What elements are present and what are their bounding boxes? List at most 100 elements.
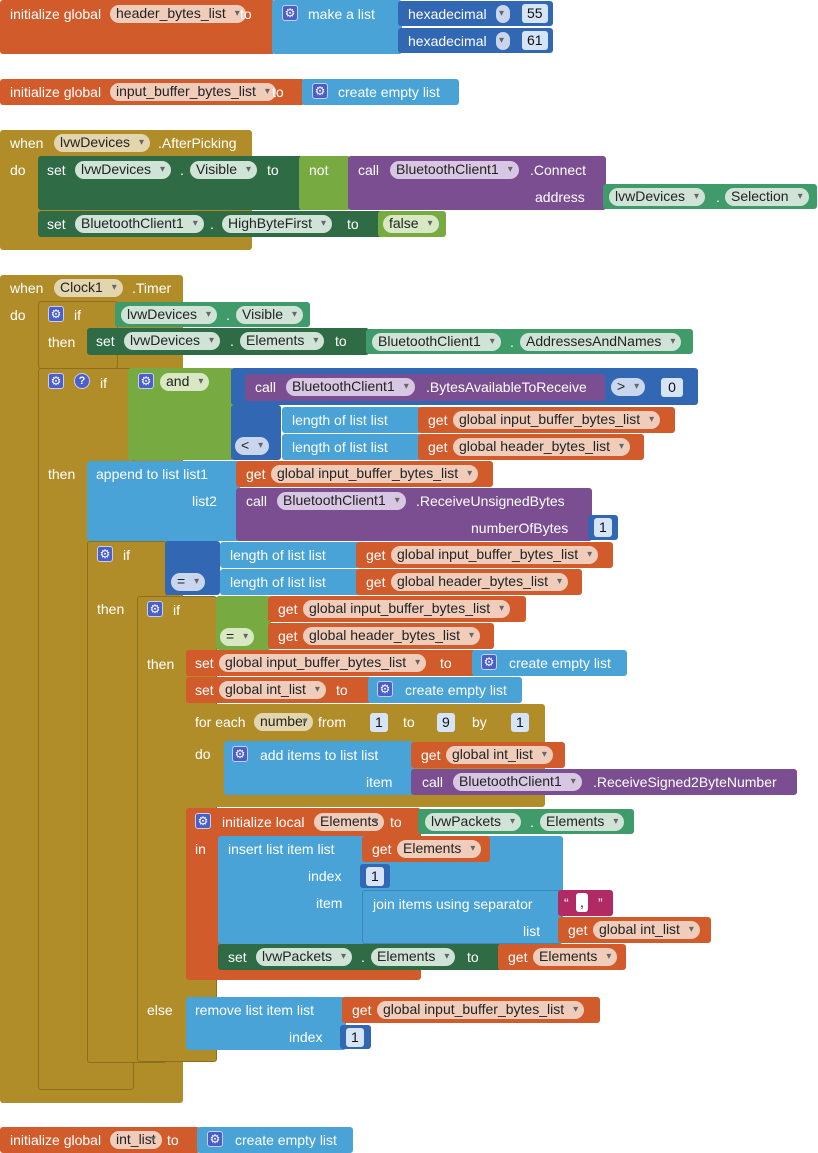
get-header-bytes-block[interactable]: get global header_bytes_list <box>268 623 494 649</box>
hex-dropdown[interactable] <box>496 5 510 23</box>
separator-text-block[interactable]: “ , ” <box>558 890 613 916</box>
variable-dropdown[interactable]: Elements <box>533 948 618 966</box>
mutator-gear-icon[interactable]: ⚙ <box>147 601 163 617</box>
get-input-buffer-block[interactable]: get global input_buffer_bytes_list <box>268 596 526 622</box>
hex-value[interactable]: 55 <box>522 4 548 23</box>
get-elements-block[interactable]: get Elements <box>362 836 490 862</box>
component-dropdown[interactable]: Clock1 <box>54 279 123 297</box>
mutator-gear-icon[interactable]: ⚙ <box>48 306 64 322</box>
remove-list-item-block[interactable]: remove list item list index <box>186 997 346 1050</box>
variable-dropdown[interactable]: global header_bytes_list <box>303 627 480 645</box>
variable-dropdown[interactable]: global input_buffer_bytes_list <box>377 1001 585 1019</box>
loop-variable-field[interactable]: number <box>254 713 314 731</box>
get-header-bytes-block[interactable]: get global header_bytes_list <box>356 569 582 595</box>
init-int-list-block[interactable]: initialize global int_list to <box>0 1127 200 1153</box>
length-of-list-block-4[interactable]: length of list list <box>220 569 360 595</box>
get-input-buffer-block[interactable]: get global input_buffer_bytes_list <box>418 407 675 433</box>
set-highbytefirst-block[interactable]: set BluetoothClient1 . HighByteFirst to <box>38 211 383 237</box>
property-dropdown[interactable]: Elements <box>540 813 625 831</box>
mutator-gear-icon[interactable]: ⚙ <box>377 681 393 697</box>
connect-call-block[interactable]: call BluetoothClient1 .Connect address <box>348 156 606 210</box>
component-dropdown[interactable]: lvwDevices <box>75 161 172 179</box>
component-dropdown[interactable]: lvwDevices <box>609 188 706 206</box>
component-dropdown[interactable]: BluetoothClient1 <box>75 215 204 233</box>
create-empty-list-block[interactable]: ⚙ create empty list <box>472 650 627 676</box>
length-of-list-block-1[interactable]: length of list list <box>282 407 422 433</box>
mutator-gear-icon[interactable]: ⚙ <box>312 83 328 99</box>
and-block[interactable]: ⚙ and <box>128 368 234 460</box>
variable-dropdown[interactable]: global input_buffer_bytes_list <box>303 600 511 618</box>
create-empty-list-block[interactable]: ⚙ create empty list <box>302 79 459 105</box>
component-dropdown[interactable]: BluetoothClient1 <box>453 773 582 791</box>
variable-dropdown[interactable]: global input_buffer_bytes_list <box>453 411 661 429</box>
number-block[interactable]: 1 <box>360 864 390 888</box>
number-block[interactable]: 1 <box>588 515 618 540</box>
variable-dropdown[interactable]: global int_list <box>593 921 700 939</box>
length-of-list-block-3[interactable]: length of list list <box>220 542 360 568</box>
bytes-available-call-block[interactable]: call BluetoothClient1 .BytesAvailableToR… <box>245 374 605 401</box>
help-icon[interactable]: ? <box>74 373 90 389</box>
get-input-buffer-block[interactable]: get global input_buffer_bytes_list <box>342 997 600 1023</box>
logic-eq-block[interactable]: = <box>216 596 271 650</box>
separator-value[interactable]: , <box>576 893 588 912</box>
component-dropdown[interactable]: BluetoothClient1 <box>277 492 406 510</box>
hex-number-block-2[interactable]: hexadecimal 61 <box>398 28 553 53</box>
property-dropdown[interactable]: Elements <box>371 948 456 966</box>
variable-dropdown[interactable]: global input_buffer_bytes_list <box>271 465 479 483</box>
init-header-bytes-block[interactable]: initialize global header_bytes_list to <box>0 0 275 54</box>
to-value[interactable]: 9 <box>437 713 455 732</box>
join-with-separator-block[interactable]: join items using separator list <box>362 890 562 944</box>
variable-dropdown[interactable]: global input_buffer_bytes_list <box>219 654 427 672</box>
number-literal[interactable]: 1 <box>366 867 384 886</box>
number-literal[interactable]: 1 <box>346 1028 364 1047</box>
mutator-gear-icon[interactable]: ⚙ <box>138 373 154 389</box>
selection-getter-block[interactable]: lvwDevices . Selection <box>603 184 817 209</box>
compare-eq-block[interactable]: = <box>165 541 220 595</box>
get-header-bytes-block[interactable]: get global header_bytes_list <box>418 434 644 460</box>
variable-dropdown[interactable]: global header_bytes_list <box>453 438 630 456</box>
hex-number-block-1[interactable]: hexadecimal 55 <box>398 1 553 26</box>
hex-value[interactable]: 61 <box>522 31 548 50</box>
by-value[interactable]: 1 <box>511 713 529 732</box>
var-name-field[interactable]: input_buffer_bytes_list <box>110 83 276 101</box>
mutator-gear-icon[interactable]: ⚙ <box>48 373 64 389</box>
set-visible-block[interactable]: set lvwDevices . Visible to <box>38 156 303 210</box>
property-dropdown[interactable]: HighByteFirst <box>222 215 333 233</box>
operator-dropdown[interactable]: > <box>611 378 646 396</box>
mutator-gear-icon[interactable]: ⚙ <box>207 1131 223 1147</box>
var-name-field[interactable]: int_list <box>110 1131 162 1149</box>
addresses-getter-block[interactable]: BluetoothClient1 . AddressesAndNames <box>366 329 693 354</box>
make-a-list-block[interactable]: ⚙ make a list <box>272 0 402 54</box>
mutator-gear-icon[interactable]: ⚙ <box>232 746 248 762</box>
set-lvwpackets-elements-block[interactable]: set lvwPackets . Elements to <box>218 944 502 970</box>
component-dropdown[interactable]: lvwDevices <box>54 134 151 152</box>
from-value[interactable]: 1 <box>370 713 388 732</box>
component-dropdown[interactable]: lvwDevices <box>121 306 218 324</box>
property-dropdown[interactable]: Elements <box>240 332 325 350</box>
mutator-gear-icon[interactable]: ⚙ <box>481 654 497 670</box>
length-of-list-block-2[interactable]: length of list list <box>282 434 422 460</box>
variable-dropdown[interactable]: Elements <box>397 840 482 858</box>
component-dropdown[interactable]: BluetoothClient1 <box>390 161 519 179</box>
set-input-buffer-block[interactable]: set global input_buffer_bytes_list to <box>186 650 476 676</box>
property-dropdown[interactable]: Selection <box>725 188 809 206</box>
if-visible-block[interactable]: ⚙ if then <box>38 301 118 369</box>
hex-dropdown[interactable] <box>496 32 510 50</box>
set-int-list-block[interactable]: set global int_list to <box>186 677 372 703</box>
boolean-dropdown[interactable]: false <box>383 215 439 233</box>
component-dropdown[interactable]: BluetoothClient1 <box>286 378 415 396</box>
variable-dropdown[interactable]: global int_list <box>219 681 326 699</box>
add-items-to-list-block[interactable]: ⚙ add items to list list item <box>224 741 414 795</box>
number-literal[interactable]: 1 <box>594 518 612 537</box>
lvwpackets-elements-getter[interactable]: lvwPackets . Elements <box>418 809 634 834</box>
get-int-list-block[interactable]: get global int_list <box>558 917 711 943</box>
number-literal[interactable]: 0 <box>661 378 683 397</box>
set-elements-block[interactable]: set lvwDevices . Elements to <box>87 328 369 355</box>
mutator-gear-icon[interactable]: ⚙ <box>195 813 211 829</box>
create-empty-list-block[interactable]: ⚙ create empty list <box>197 1127 353 1153</box>
var-name-field[interactable]: header_bytes_list <box>110 5 246 23</box>
property-dropdown[interactable]: Visible <box>236 306 303 324</box>
variable-dropdown[interactable]: global int_list <box>446 746 553 764</box>
variable-dropdown[interactable]: global header_bytes_list <box>391 573 568 591</box>
property-dropdown[interactable]: AddressesAndNames <box>520 333 682 351</box>
